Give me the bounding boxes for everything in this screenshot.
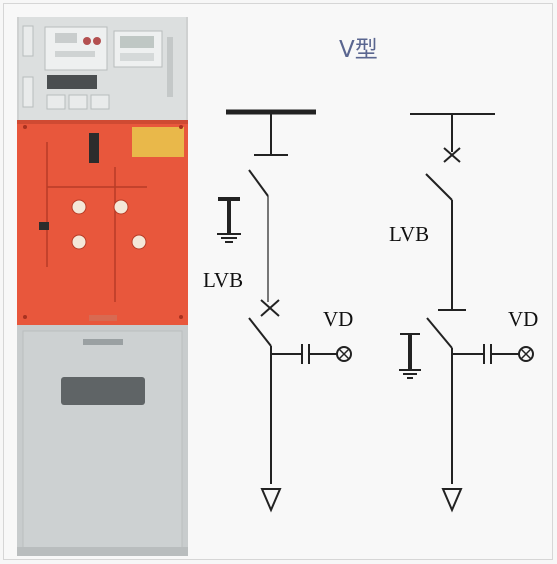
left-disconnector-blade bbox=[248, 169, 269, 197]
left-lvb-label: LVB bbox=[203, 268, 244, 292]
diagram-title: V型 bbox=[339, 37, 378, 63]
left-vd-branch bbox=[271, 344, 352, 364]
inspection-window bbox=[61, 377, 145, 405]
left-vd-label: VD bbox=[323, 307, 354, 331]
left-earth-switch bbox=[217, 197, 241, 243]
right-breaker-blade bbox=[426, 317, 453, 349]
left-breaker-blade bbox=[248, 317, 272, 347]
right-earth-switch bbox=[399, 333, 421, 379]
right-load-arrow bbox=[441, 488, 463, 513]
nameplate bbox=[132, 127, 184, 157]
right-vd-branch bbox=[452, 344, 534, 364]
right-vd-label: VD bbox=[508, 307, 539, 331]
left-breaker-cross bbox=[260, 299, 280, 317]
right-lvb-label: LVB bbox=[389, 222, 430, 246]
left-load-arrow bbox=[260, 488, 282, 513]
switchgear-illustration bbox=[17, 17, 188, 556]
right-disconnector-blade bbox=[425, 173, 453, 201]
right-upper-cross bbox=[443, 147, 461, 163]
switchgear-photo bbox=[17, 17, 188, 556]
